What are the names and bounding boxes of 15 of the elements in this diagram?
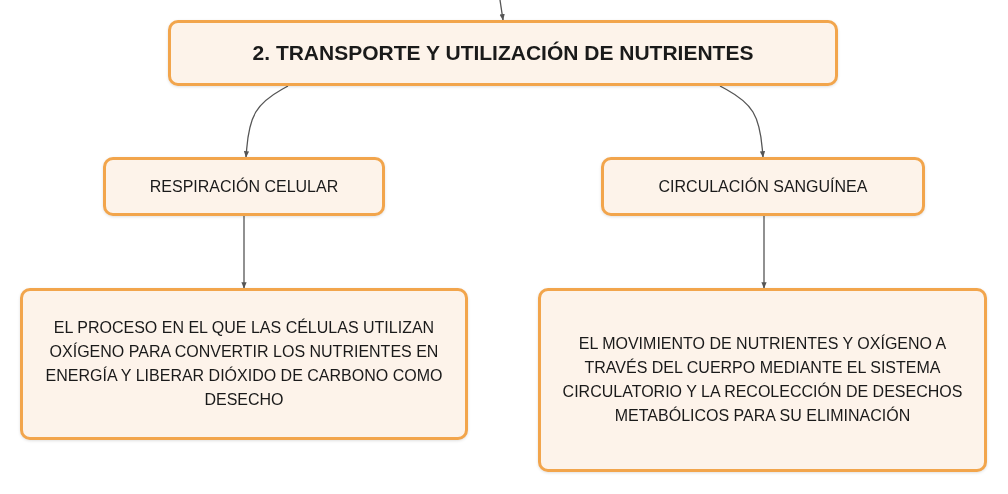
arrow <box>241 215 247 289</box>
arrow <box>499 0 505 21</box>
node-text: EL PROCESO EN EL QUE LAS CÉLULAS UTILIZAN OXÍGENO PARA CONVERTIR LOS NUTRIENTES EN ENERGÍA Y LIBERAR DIÓXIDO DE CARBONO COMO DESECHO <box>44 317 444 410</box>
concept-box <box>601 157 925 216</box>
arrow <box>243 85 289 158</box>
node-text: RESPIRACIÓN CELULAR <box>148 176 340 197</box>
concept-box <box>538 288 987 472</box>
node-text: CIRCULACIÓN SANGUÍNEA <box>657 176 869 197</box>
concept-box <box>20 288 468 440</box>
arrow <box>719 85 766 158</box>
title-text: 2. TRANSPORTE Y UTILIZACIÓN DE NUTRIENTES <box>251 40 755 67</box>
node-text: EL MOVIMIENTO DE NUTRIENTES Y OXÍGENO A TRAVÉS DEL CUERPO MEDIANTE EL SISTEMA CIRCULATORIO Y LA RECOLECCIÓN DE DESECHOS METABÓLICOS PARA SU ELIMINACIÓN <box>561 333 964 426</box>
concept-box <box>103 157 385 216</box>
arrow <box>761 215 767 289</box>
title-box <box>168 20 838 86</box>
